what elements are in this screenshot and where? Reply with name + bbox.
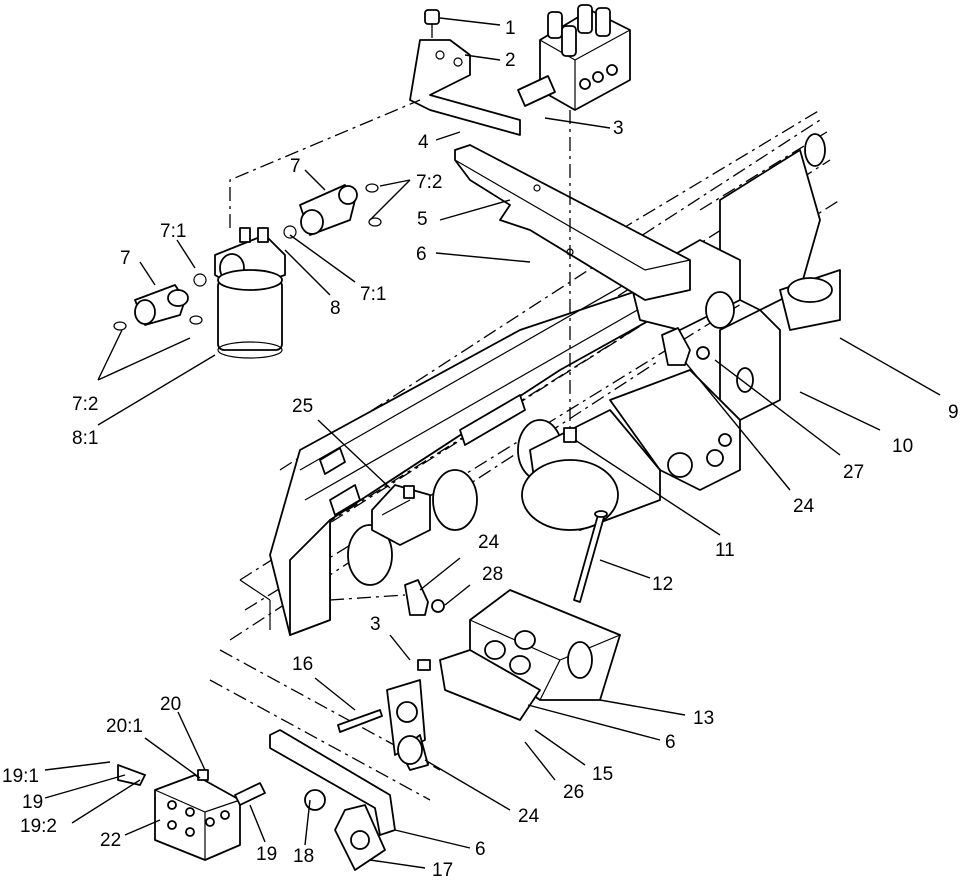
callout-8: 8	[330, 298, 341, 319]
pump-motor	[521, 110, 741, 531]
clamp-upper	[661, 327, 710, 366]
mount-plate	[454, 144, 691, 301]
callout-22: 22	[100, 830, 121, 851]
callout-26: 26	[563, 782, 584, 803]
callout-6: 6	[416, 244, 427, 265]
bolt-12	[573, 510, 608, 603]
callout-5: 5	[417, 209, 428, 230]
fitting-right	[283, 183, 382, 239]
leader-lines	[44, 17, 941, 869]
callout-19-1: 19:1	[2, 766, 39, 787]
main-frame	[229, 109, 841, 641]
callout-19-2: 19:2	[20, 816, 57, 837]
callout-7: 7	[290, 156, 301, 177]
callout-7-1: 7:1	[360, 284, 386, 305]
callout-10: 10	[892, 436, 913, 457]
callout-2: 2	[505, 50, 516, 71]
filter-assembly	[214, 99, 421, 359]
valve-block	[517, 4, 631, 111]
callout-24: 24	[478, 532, 500, 553]
cover-13	[439, 589, 621, 721]
fitting-left	[113, 273, 207, 331]
callout-7: 7	[120, 248, 131, 269]
callout-16: 16	[292, 654, 313, 675]
callout-7-2: 7:2	[72, 394, 98, 415]
callout-9: 9	[948, 402, 959, 423]
callout-20: 20	[160, 694, 181, 715]
callout-13: 13	[693, 708, 714, 729]
callout-18: 18	[293, 846, 314, 867]
callout-19: 19	[22, 792, 43, 813]
callout-3: 3	[613, 118, 624, 139]
callout-19: 19	[256, 844, 277, 865]
callout-8-1: 8:1	[72, 428, 98, 449]
callout-4: 4	[418, 132, 429, 153]
callout-20-1: 20:1	[106, 716, 143, 737]
callout-7-2: 7:2	[416, 172, 442, 193]
callout-6: 6	[665, 732, 676, 753]
clamp-middle	[329, 579, 445, 616]
callout-17: 17	[432, 860, 453, 881]
callout-27: 27	[843, 462, 864, 483]
callout-28: 28	[482, 564, 503, 585]
valve-block-22	[117, 764, 266, 861]
callout-12: 12	[652, 574, 673, 595]
callout-6: 6	[475, 839, 486, 860]
callout-24: 24	[793, 496, 815, 517]
lower-bracket	[209, 649, 441, 871]
callout-25: 25	[292, 396, 313, 417]
mount-bracket	[409, 9, 521, 136]
callout-3: 3	[370, 614, 381, 635]
callout-24: 24	[518, 806, 540, 827]
callout-11: 11	[715, 540, 735, 561]
callout-15: 15	[592, 764, 613, 785]
callout-labels: 1 2 3 4 5 6 7 7:2 7:1 7 8 7:1 7:2 8:1 9 …	[2, 18, 959, 881]
callout-7-1: 7:1	[160, 221, 186, 242]
callout-1: 1	[505, 18, 516, 39]
bracket-25	[371, 484, 431, 546]
